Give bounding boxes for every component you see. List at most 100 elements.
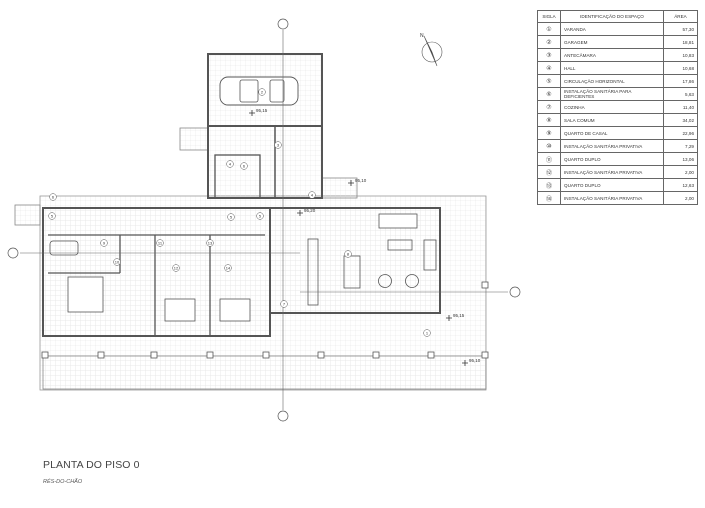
row-sigla: ① (537, 22, 561, 36)
room-marker: 4 (226, 160, 234, 168)
row-area: 11,40 (663, 100, 698, 114)
row-area: 12,63 (663, 178, 698, 192)
veranda-band (42, 355, 487, 390)
columns (41, 281, 489, 359)
row-space-name: ANTECÂMARA (560, 48, 664, 62)
row-sigla: ⑥ (537, 87, 561, 101)
section-marker-icon (7, 18, 521, 422)
dining-table-icon (343, 255, 361, 289)
room-number: 9 (103, 241, 106, 246)
row-area: 13,06 (663, 152, 698, 166)
armchair-icon (405, 274, 419, 288)
level-marker-icon: 95,10 (462, 358, 481, 366)
level-value: 95,15 (256, 108, 268, 113)
row-space-name: COZINHA (560, 100, 664, 114)
row-area: 2,00 (663, 165, 698, 179)
row-space-name: QUARTO DUPLO (560, 178, 664, 192)
room-marker: 9 (100, 239, 108, 247)
level-marker-icon: 95,15 (446, 313, 465, 321)
header-sigla: SIGLA (537, 10, 561, 23)
row-space-name: QUARTO DUPLO (560, 152, 664, 166)
row-space-name: INSTALAÇÃO SANITÁRIA PRIVATIVA (560, 165, 664, 179)
row-sigla: ③ (537, 48, 561, 62)
header-area: ÁREA (663, 10, 698, 23)
bed-icon (219, 298, 251, 322)
row-space-name: VARANDA (560, 22, 664, 36)
level-marker-icon: 95,15 (249, 108, 268, 116)
row-space-name: QUARTO DE CASAL (560, 126, 664, 140)
row-sigla: ⑬ (537, 178, 561, 192)
level-value: 95,10 (355, 178, 367, 183)
bed-icon (164, 298, 196, 322)
drawing-subtitle: RÉS-DO-CHÃO (43, 479, 83, 485)
header-space: IDENTIFICAÇÃO DO ESPAÇO (560, 10, 664, 23)
room-marker: 13 (206, 239, 214, 247)
left-terrace (14, 204, 41, 226)
row-space-name: SALA COMUM (560, 113, 664, 127)
row-area: 34,02 (663, 113, 698, 127)
room-number: 10 (115, 260, 120, 265)
room-marker: 3 (274, 141, 282, 149)
room-marker: 7 (280, 300, 288, 308)
room-number: 7 (283, 302, 286, 307)
room-number: 6 (243, 164, 246, 169)
row-space-name: HALL (560, 61, 664, 75)
room-marker: 6 (49, 193, 57, 201)
room-number: 14 (226, 266, 231, 271)
row-area: 2,00 (663, 191, 698, 205)
row-area: 22,96 (663, 126, 698, 140)
north-arrow-icon: N (420, 33, 443, 67)
row-area: 7,29 (663, 139, 698, 153)
row-space-name: INSTALAÇÃO SANITÁRIA PRIVATIVA (560, 139, 664, 153)
room-marker: 11 (156, 239, 164, 247)
room-marker: 6 (240, 162, 248, 170)
level-value: 95,15 (453, 313, 465, 318)
room-number: 13 (208, 241, 213, 246)
row-sigla: ② (537, 35, 561, 49)
row-area: 17,86 (663, 74, 698, 88)
row-space-name: GARAGEM (560, 35, 664, 49)
room-marker: 5 (227, 213, 235, 221)
svg-text:N: N (420, 33, 424, 39)
room-number: 4 (229, 162, 232, 167)
room-marker: 5 (48, 212, 56, 220)
room-marker: 5 (256, 212, 264, 220)
room-number: 11 (158, 241, 163, 246)
row-area: 5,63 (663, 87, 698, 101)
row-sigla: ⑭ (537, 191, 561, 205)
annex-wall (207, 125, 323, 199)
room-marker: 2 (258, 88, 266, 96)
row-sigla: ⑩ (537, 139, 561, 153)
room-number: 2 (261, 90, 264, 95)
row-sigla: ⑨ (537, 126, 561, 140)
room-marker: 4 (308, 191, 316, 199)
row-sigla: ⑦ (537, 100, 561, 114)
garage-side-terrace (179, 127, 209, 151)
room-number: 5 (230, 215, 233, 220)
row-sigla: ④ (537, 61, 561, 75)
room-marker: 12 (172, 264, 180, 272)
room-number: 6 (52, 195, 55, 200)
room-number: 1 (426, 331, 429, 336)
row-sigla: ⑤ (537, 74, 561, 88)
room-marker: 8 (344, 250, 352, 258)
row-sigla: ⑪ (537, 152, 561, 166)
level-marker-icon: 95,10 (348, 178, 367, 186)
level-marker-icon: 95,20 (297, 208, 316, 216)
row-area: 57,30 (663, 22, 698, 36)
row-space-name: INSTALAÇÃO SANITÁRIA PRIVATIVA (560, 191, 664, 205)
room-marker: 1 (423, 329, 431, 337)
room-number: 4 (311, 193, 314, 198)
row-area: 10,68 (663, 61, 698, 75)
row-space-name: INSTALAÇÃO SANITÁRIA PARA DEFICIENTES (560, 87, 664, 101)
